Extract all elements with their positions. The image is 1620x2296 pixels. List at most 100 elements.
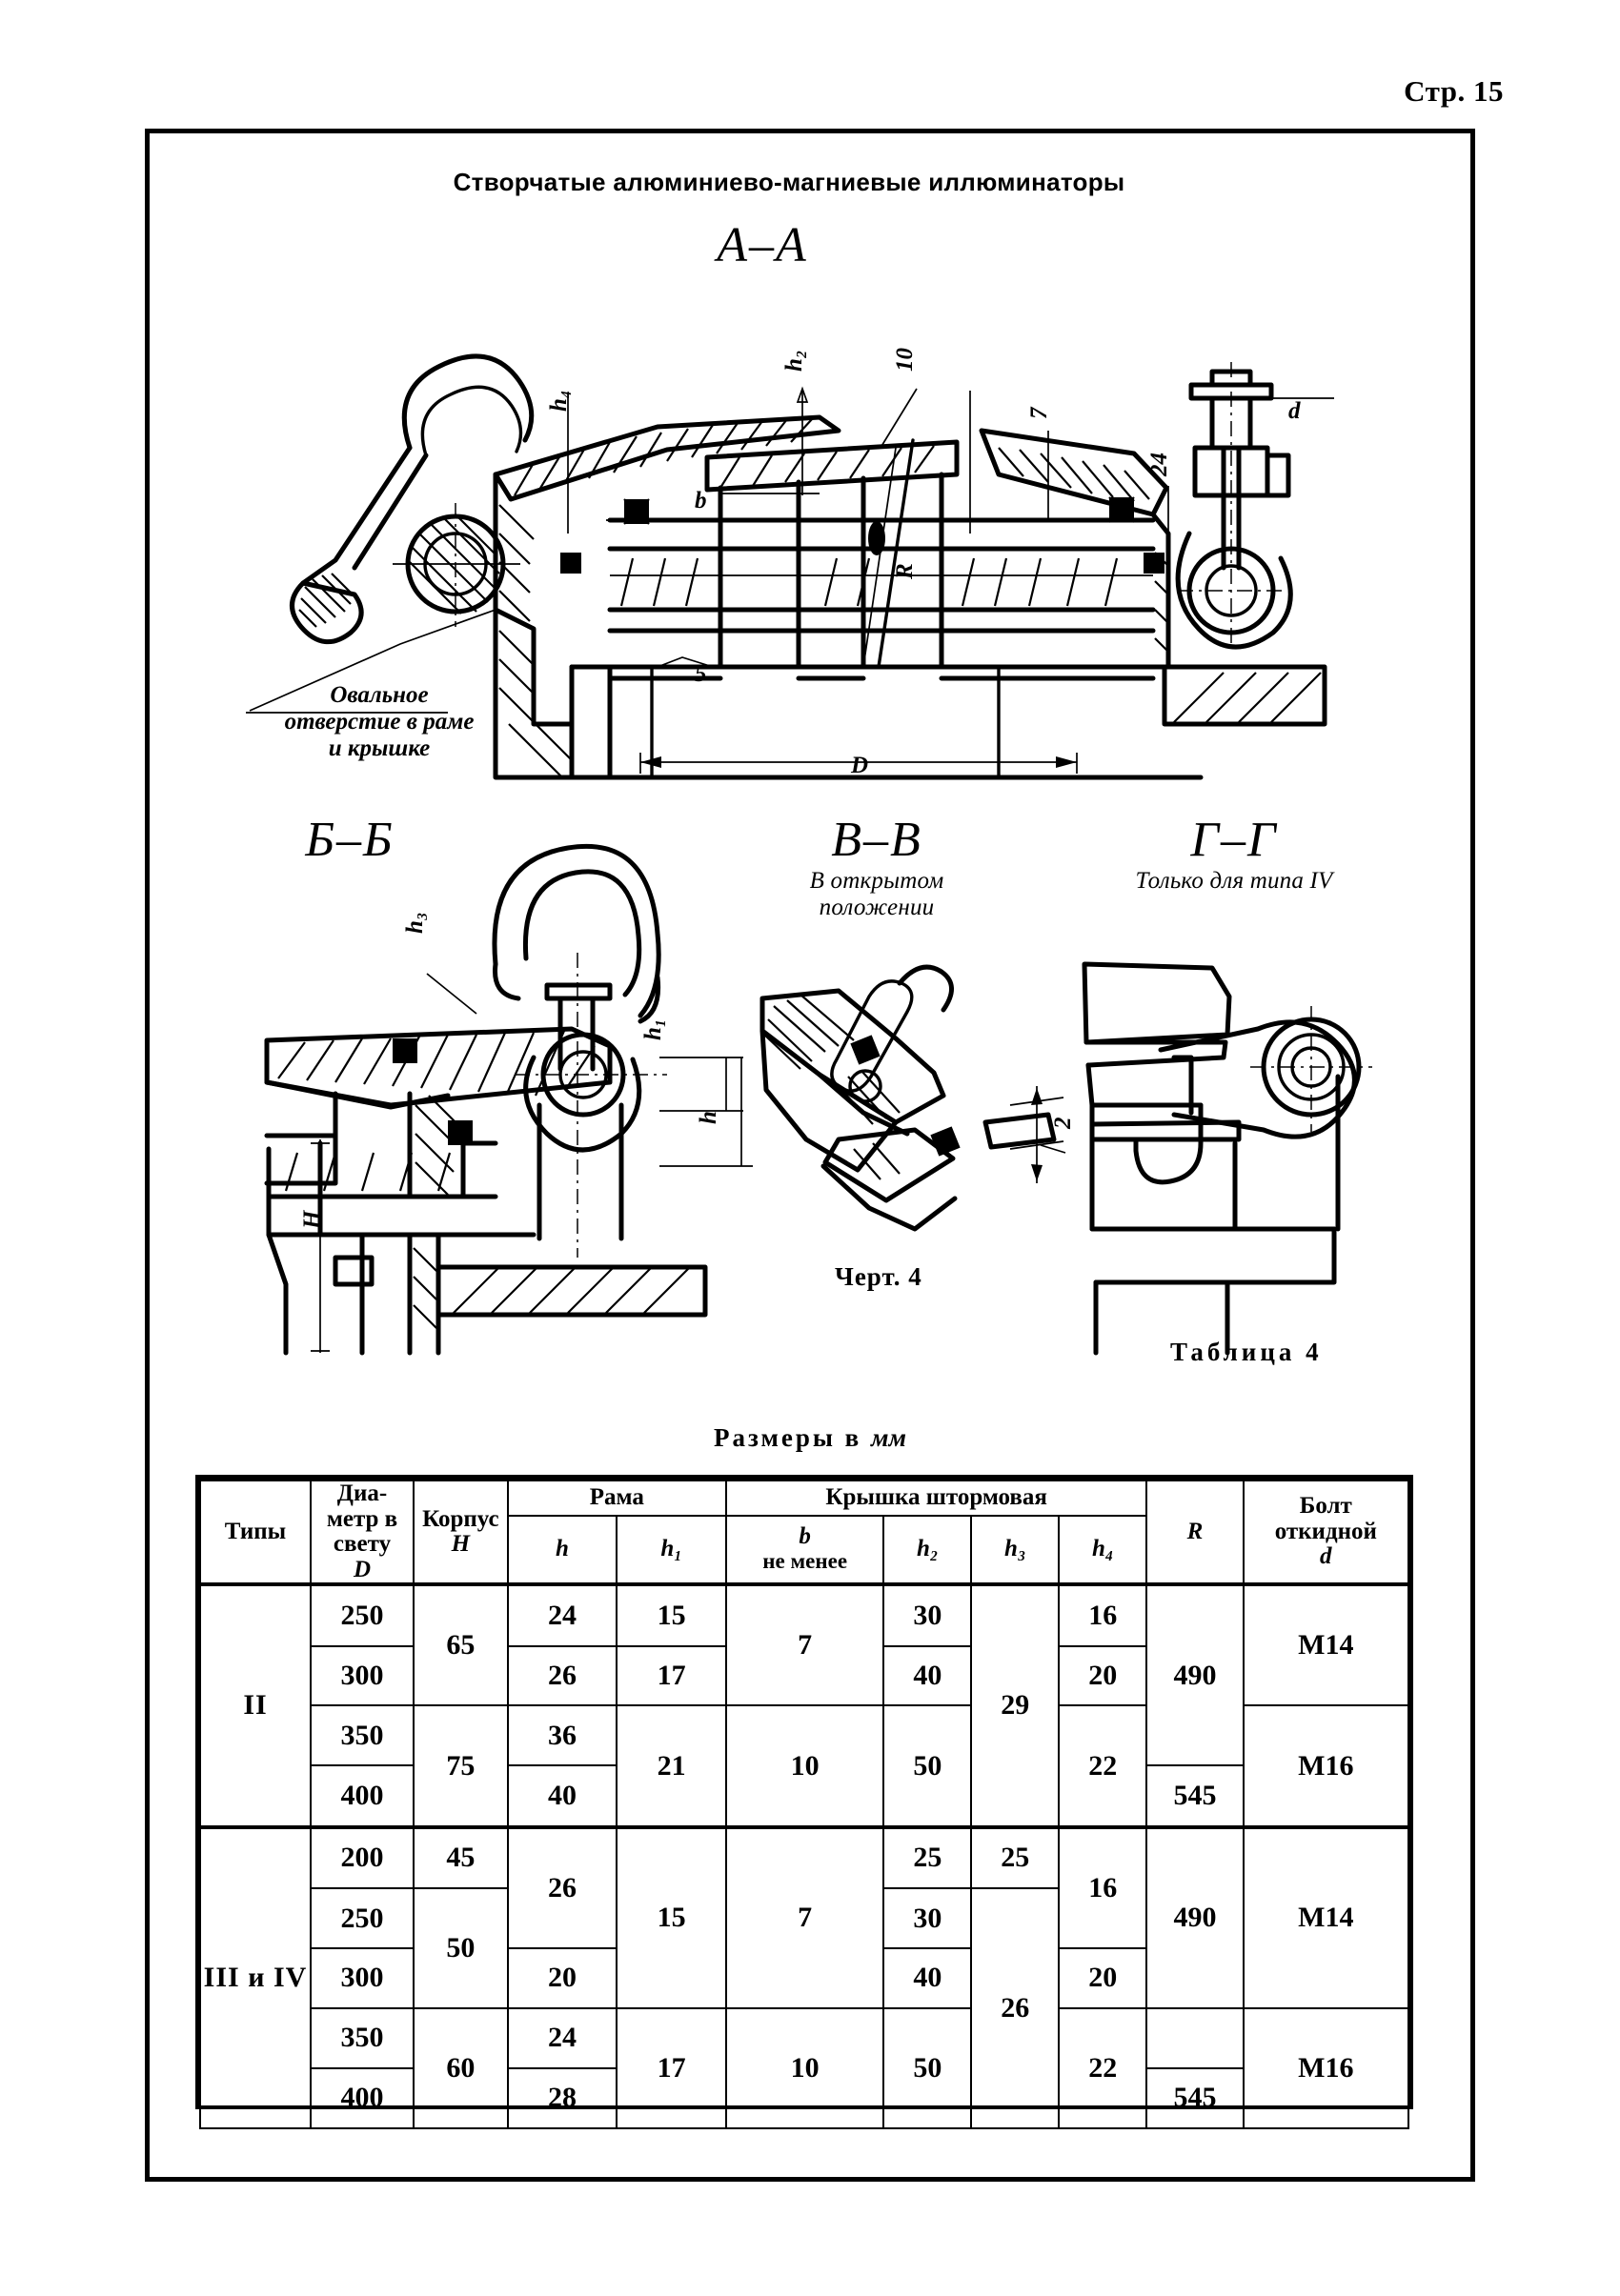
table-head: Типы Диа- метр в свету D Корпус H Рама К…	[199, 1480, 1410, 1586]
cell-d: М14	[1242, 1581, 1410, 1707]
cell-D: 350	[310, 1704, 415, 1767]
cell-h2: 40	[882, 1947, 973, 2009]
th-types: Типы	[199, 1480, 312, 1584]
cell-h: 36	[506, 1704, 618, 1767]
th-bolt: Болт откидной d	[1242, 1480, 1410, 1584]
cell-h4: 22	[1058, 2006, 1148, 2129]
th-korpus-sym: H	[451, 1531, 471, 1557]
table-row: 300 26 17 40 20	[200, 1644, 1408, 1707]
cell-h: 28	[506, 2066, 618, 2129]
cell-D: 400	[310, 1764, 415, 1828]
cell-H: 50	[413, 1887, 509, 2009]
th-diameter: Диа- метр в свету D	[310, 1480, 415, 1584]
cell-h2: 30	[882, 1887, 973, 1950]
cell-h2: 25	[882, 1824, 973, 1890]
units-prefix: Размеры в	[713, 1423, 862, 1452]
table-row: 300 20 40 20	[200, 1947, 1408, 2009]
th-h2: h₂	[882, 1514, 973, 1586]
page-number: Стр. 15	[1404, 74, 1504, 108]
table-body: II 250 65 24 15 7 30 29 16 490 М14 300 2…	[199, 1581, 1410, 2129]
th-R-wrap: R	[1145, 1480, 1245, 1584]
view-gg	[1082, 961, 1372, 1356]
table-row: III и IV 200 45 26 15 7 25 25 16 490 М14	[199, 1824, 1410, 2129]
cell-h1: 15	[616, 1824, 727, 2009]
th-h: h	[506, 1514, 618, 1586]
table-row: 250 50 30 26	[200, 1887, 1408, 2129]
section-label-bb: Б–Б	[259, 816, 440, 865]
cell-h4: 20	[1058, 1644, 1148, 1707]
dimensions-table: Типы Диа- метр в свету D Корпус H Рама К…	[195, 1475, 1413, 2129]
th-b-note: не менее	[762, 1549, 848, 1574]
cell-h1: 17	[616, 1644, 727, 1707]
th-R: R	[1186, 1518, 1204, 1544]
cell-h2: 30	[882, 1582, 973, 1647]
th-bolt-label: Болт откидной	[1274, 1493, 1377, 1544]
section-bb-text: Б–Б	[305, 813, 395, 867]
th-h3: h₃	[970, 1514, 1061, 1586]
technical-drawing	[246, 353, 1372, 1356]
cell-h3: 26	[970, 1887, 1061, 2129]
cell-h: 26	[506, 1824, 618, 1950]
th-h2-sym: h₂	[917, 1536, 939, 1562]
view-vv	[759, 964, 1066, 1232]
cell-D: 350	[310, 2006, 415, 2069]
th-b: b не менее	[724, 1514, 885, 1586]
table-number-caption: Таблица 4	[1170, 1338, 1323, 1366]
page-title: Створчатые алюминиево-магниевые иллюмина…	[0, 168, 1620, 197]
view-bb	[264, 843, 753, 1356]
cell-H: 65	[413, 1581, 509, 1707]
th-b-sym: b	[799, 1522, 811, 1549]
cell-D: 200	[310, 1824, 415, 1890]
th-bolt-sym: d	[1320, 1543, 1332, 1570]
cell-h3: 29	[970, 1582, 1061, 1828]
table-row: 400 28 545	[200, 2066, 1408, 2129]
th-h4-sym: h₄	[1091, 1536, 1114, 1562]
cell-D: 250	[310, 1887, 415, 1950]
th-diameter-label: Диа- метр в свету	[326, 1480, 398, 1557]
table-head-row-syms: h h₁ b не менее h₂ h₃ h₄	[200, 1514, 1408, 1586]
cell-h4: 16	[1058, 1824, 1148, 1950]
cell-d: М16	[1242, 2006, 1410, 2129]
table-row: II 250 65 24 15 7 30 29 16 490 М14	[199, 1581, 1410, 1828]
th-h4: h₄	[1058, 1514, 1148, 1586]
cell-H: 60	[413, 2006, 509, 2129]
cell-R: 545	[1145, 2066, 1245, 2129]
cell-R: 490	[1145, 1824, 1245, 2009]
cell-h: 26	[506, 1644, 618, 1707]
th-korpus-label: Корпус	[422, 1505, 499, 1532]
cell-b: 7	[724, 1824, 885, 2009]
th-h-sym: h	[556, 1536, 569, 1562]
section-label-vv: В–В В открытом положении	[753, 816, 1001, 921]
cell-H: 75	[413, 1704, 509, 1828]
cell-d: М16	[1242, 1704, 1410, 1828]
cell-h1: 15	[616, 1582, 727, 1647]
cell-h1: 17	[616, 2006, 727, 2129]
table-row: 400 40 545	[200, 1764, 1408, 1828]
cell-h4: 20	[1058, 1947, 1148, 2009]
cell-b: 10	[724, 1704, 885, 1828]
cell-h: 24	[506, 2006, 618, 2069]
page-title-text: Створчатые алюминиево-магниевые иллюмина…	[453, 168, 1125, 196]
units-italic: мм	[871, 1423, 906, 1452]
cell-d: М14	[1242, 1824, 1410, 2009]
table-head-row-groups: Типы Диа- метр в свету D Корпус H Рама К…	[199, 1480, 1410, 1584]
dimensions-table-grid: Типы Диа- метр в свету D Корпус H Рама К…	[199, 1480, 1410, 2129]
figure-caption: Черт. 4	[835, 1262, 922, 1291]
cell-h1: 21	[616, 1704, 727, 1828]
table-row: 350 60 24 17 10 50 22 М16	[200, 2006, 1410, 2129]
cell-H: 45	[413, 1824, 509, 1890]
th-h1: h₁	[616, 1514, 727, 1586]
cell-R: 545	[1145, 1764, 1245, 1828]
th-korpus: Корпус H	[413, 1480, 509, 1584]
section-vv-text: В–В	[831, 813, 922, 867]
th-group-kryshka: Крышка штормовая	[724, 1480, 1148, 1517]
cell-h3: 25	[970, 1824, 1061, 1890]
cell-b: 10	[724, 2006, 885, 2129]
section-gg-text: Г–Г	[1190, 813, 1278, 867]
cell-R	[1145, 2006, 1245, 2069]
view-aa	[246, 353, 1334, 780]
cell-h4: 16	[1058, 1582, 1148, 1647]
cell-R: 490	[1145, 1581, 1245, 1767]
cell-h: 40	[506, 1764, 618, 1828]
